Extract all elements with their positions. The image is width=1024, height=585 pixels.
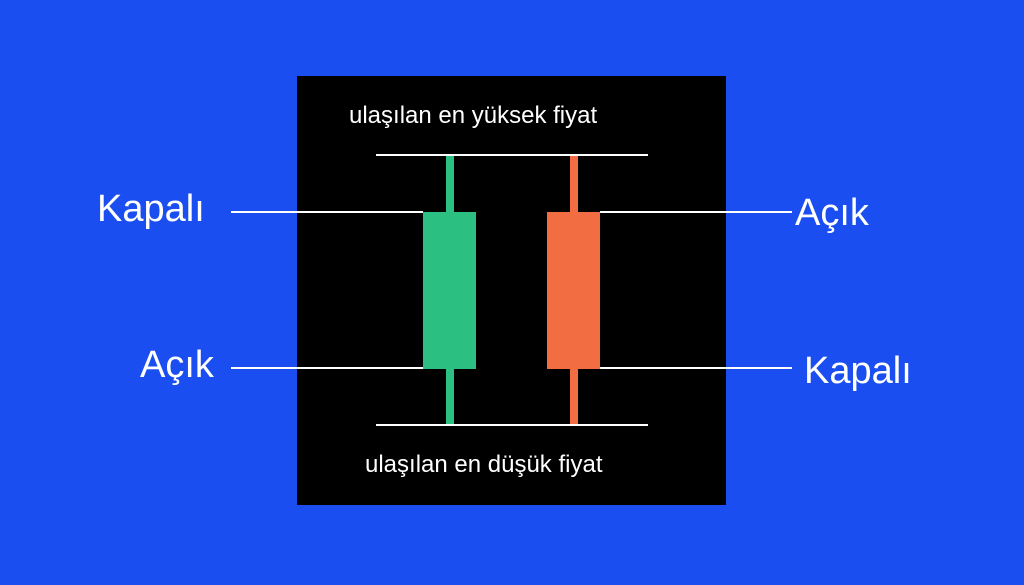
bearish-candle-body xyxy=(547,212,600,369)
bearish-lower-wick xyxy=(570,369,578,424)
low-price-line xyxy=(376,424,648,426)
bearish-upper-wick xyxy=(570,156,578,212)
left-close-connector xyxy=(231,211,423,213)
right-close-label: Kapalı xyxy=(804,350,912,392)
high-price-label: ulaşılan en yüksek fiyat xyxy=(349,102,598,129)
bullish-upper-wick xyxy=(446,156,454,212)
left-close-label: Kapalı xyxy=(97,188,205,230)
high-price-line xyxy=(376,154,648,156)
low-price-label: ulaşılan en düşük fiyat xyxy=(365,451,603,478)
bullish-lower-wick xyxy=(446,369,454,424)
right-close-connector xyxy=(600,367,792,369)
diagram-panel xyxy=(297,76,726,505)
left-open-label: Açık xyxy=(140,344,214,386)
right-open-connector xyxy=(600,211,792,213)
right-open-label: Açık xyxy=(795,192,869,234)
left-open-connector xyxy=(231,367,423,369)
bullish-candle-body xyxy=(423,212,476,369)
